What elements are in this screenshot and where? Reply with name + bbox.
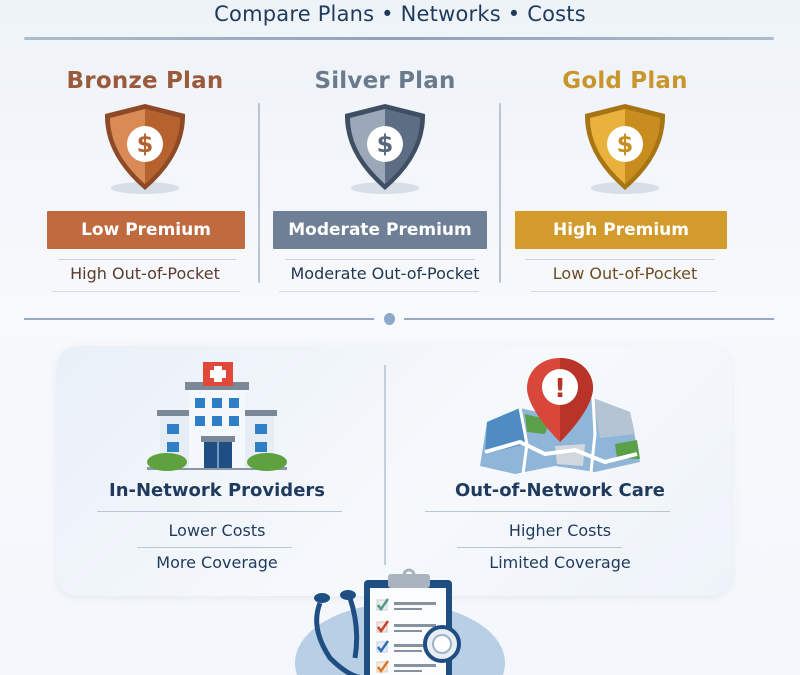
section-divider: [404, 318, 774, 320]
divider: [457, 547, 622, 548]
divider: [285, 259, 475, 260]
page-title: Compare Plans • Networks • Costs: [214, 2, 586, 26]
in-network-section: In-Network Providers Lower Costs More Co…: [52, 346, 382, 596]
out-of-network-section: ! Out-of-Network Care Higher Costs Limit…: [395, 346, 725, 596]
shield-dollar-icon: $: [330, 100, 440, 200]
divider: [279, 291, 479, 292]
plan-title: Silver Plan: [314, 68, 456, 94]
network-benefit: More Coverage: [156, 553, 278, 572]
divider: [52, 291, 240, 292]
plan-card-bronze: Bronze Plan $ Low Premium High Out-of-Po…: [30, 60, 260, 300]
column-divider: [258, 103, 260, 283]
svg-text:!: !: [554, 374, 566, 404]
divider: [425, 511, 670, 512]
divider: [58, 259, 236, 260]
plan-title: Gold Plan: [562, 68, 688, 94]
hospital-icon: [127, 354, 307, 478]
premium-badge: Moderate Premium: [273, 211, 487, 249]
network-panel: [56, 346, 732, 596]
svg-text:$: $: [617, 130, 634, 158]
divider: [137, 547, 292, 548]
divider-dot: [384, 313, 395, 325]
panel-divider: [384, 365, 386, 565]
out-of-pocket-label: Moderate Out-of-Pocket: [290, 264, 480, 283]
divider: [97, 511, 342, 512]
svg-text:$: $: [137, 130, 154, 158]
shield-dollar-icon: $: [90, 100, 200, 200]
divider: [531, 291, 717, 292]
column-divider: [499, 103, 501, 283]
network-benefit: Higher Costs: [508, 521, 612, 540]
shield-dollar-icon: $: [570, 100, 680, 200]
plan-title: Bronze Plan: [66, 68, 224, 94]
premium-badge: High Premium: [515, 211, 727, 249]
svg-text:$: $: [377, 130, 394, 158]
header-divider: [24, 37, 774, 40]
divider: [525, 259, 715, 260]
out-of-pocket-label: Low Out-of-Pocket: [552, 264, 698, 283]
network-title: Out-of-Network Care: [455, 480, 665, 501]
map-pin-alert-icon: !: [465, 354, 655, 483]
out-of-pocket-label: High Out-of-Pocket: [70, 264, 220, 283]
clipboard-stethoscope-icon: [280, 568, 520, 675]
network-benefit: Lower Costs: [168, 521, 266, 540]
plan-card-gold: Gold Plan $ High Premium Low Out-of-Pock…: [505, 60, 745, 300]
network-benefit: Limited Coverage: [489, 553, 631, 572]
plan-card-silver: Silver Plan $ Moderate Premium Moderate …: [265, 60, 505, 300]
network-title: In-Network Providers: [109, 480, 325, 501]
premium-badge: Low Premium: [47, 211, 245, 249]
section-divider: [24, 318, 374, 320]
